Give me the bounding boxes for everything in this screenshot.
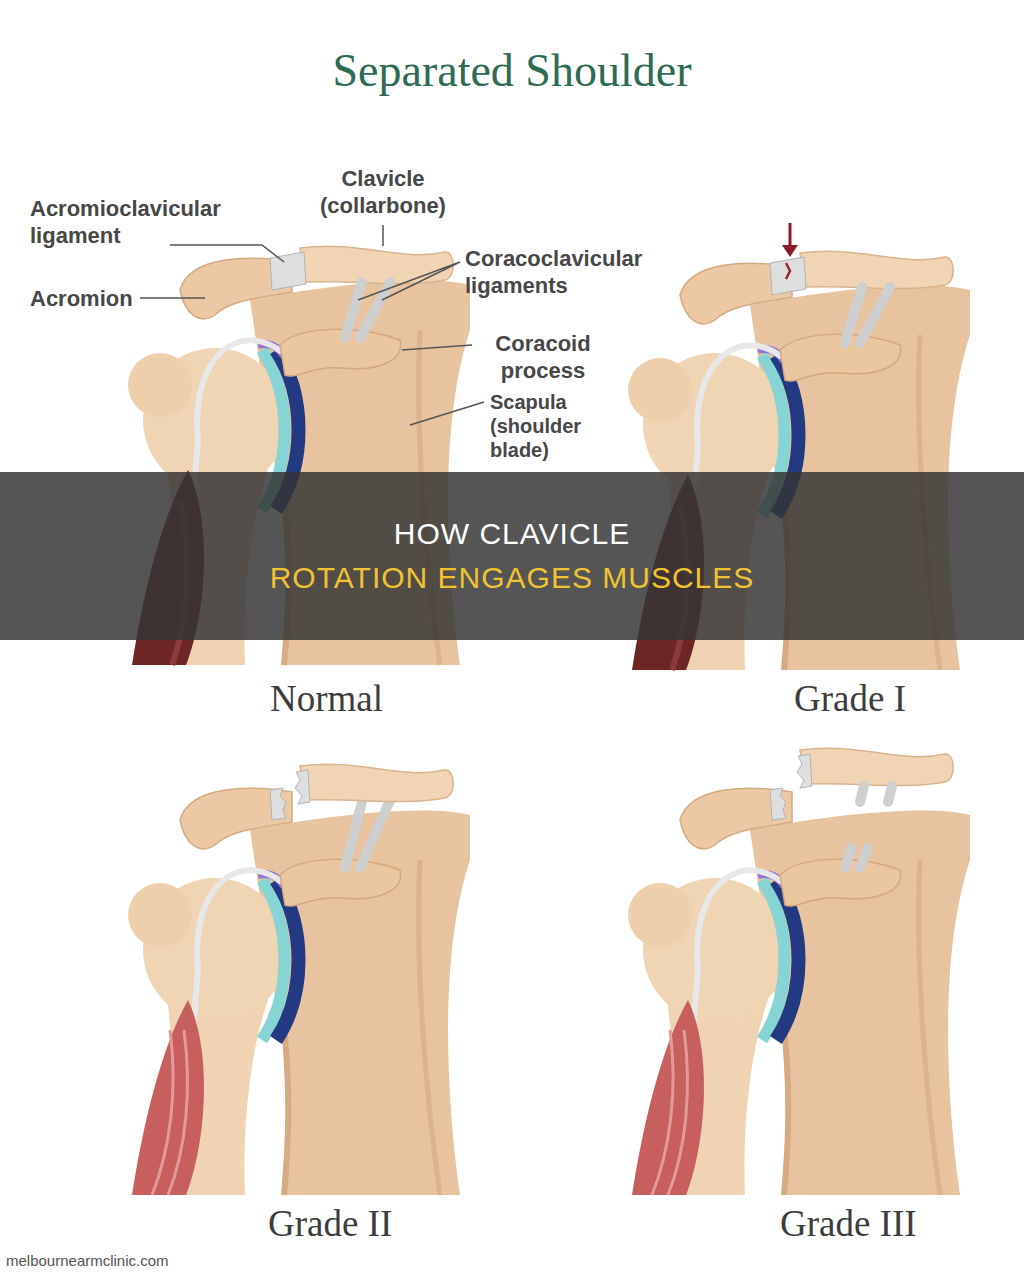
part-label: Coracoid process bbox=[478, 330, 608, 384]
arrow-shaft bbox=[789, 223, 792, 247]
grade-label: Grade III bbox=[780, 1203, 917, 1245]
biceps-muscle bbox=[132, 1000, 204, 1195]
grade-three-shoulder bbox=[628, 748, 970, 1195]
ac-ligament bbox=[270, 252, 306, 290]
torn-cc-stub bbox=[860, 786, 892, 802]
scapula-humerus bbox=[128, 788, 470, 1195]
grade-label: Grade I bbox=[794, 678, 906, 720]
grade-label: Grade II bbox=[268, 1203, 392, 1245]
biceps-muscle bbox=[632, 1000, 704, 1195]
torn-cc-stub bbox=[845, 848, 868, 868]
band-text: HOW CLAVICLE bbox=[394, 512, 631, 556]
leader-lines bbox=[140, 225, 484, 425]
clavicle-bone bbox=[300, 764, 453, 801]
torn-ac-stub bbox=[295, 770, 310, 804]
sprain-mark bbox=[786, 263, 790, 279]
watermark: melbournearmclinic.com bbox=[6, 1252, 169, 1270]
cc-ligaments bbox=[345, 798, 391, 868]
ac-ligament bbox=[770, 257, 806, 295]
scapula-humerus bbox=[628, 788, 970, 1195]
torn-ac-stub bbox=[797, 754, 812, 788]
part-label: Coracoclavicular ligaments bbox=[465, 245, 690, 299]
part-label: Acromion bbox=[30, 285, 170, 312]
grade-label: Normal bbox=[270, 678, 383, 720]
part-label: Acromioclavicular ligament bbox=[30, 195, 265, 249]
band-text: ROTATION ENGAGES MUSCLES bbox=[270, 556, 755, 600]
diagram-title: Separated Shoulder bbox=[0, 44, 1024, 98]
cc-ligaments bbox=[845, 287, 890, 343]
clavicle-bone bbox=[800, 748, 953, 785]
grade-two-shoulder bbox=[128, 764, 470, 1195]
arrow-head bbox=[782, 245, 798, 257]
torn-ac-stub bbox=[270, 788, 286, 820]
torn-ac-stub bbox=[770, 788, 786, 820]
clavicle-bone bbox=[800, 251, 953, 288]
part-label: Clavicle (collarbone) bbox=[308, 165, 458, 219]
clavicle-bone bbox=[300, 246, 453, 283]
title-band: HOW CLAVICLEROTATION ENGAGES MUSCLES bbox=[0, 472, 1024, 640]
part-label: Scapula (shoulder blade) bbox=[490, 390, 620, 462]
